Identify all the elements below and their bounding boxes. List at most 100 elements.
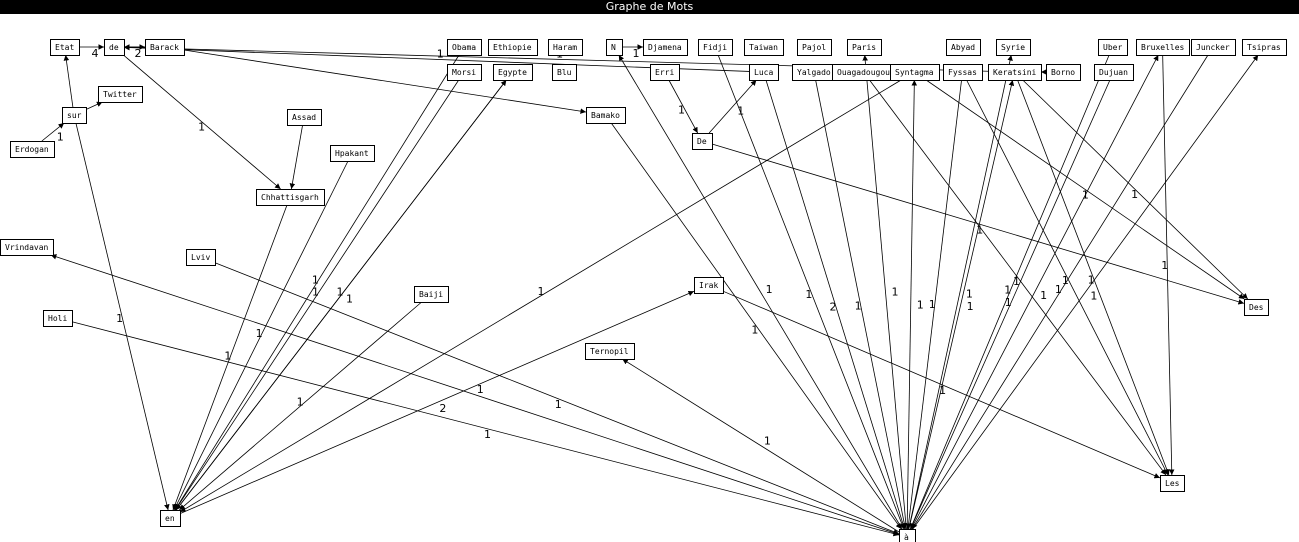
node-taiwan: Taiwan [744,39,784,56]
edge-weight-label: 1 [336,285,343,298]
edge-a-grave-to-syrie [908,54,1013,530]
node-label: Luca [754,68,773,77]
edge-weight-label: 1 [1088,274,1095,287]
node-yalgado: Yalgado [792,64,837,81]
edge-dujuan-to-a-grave [910,79,1111,530]
node-egypte: Egypte [493,64,533,81]
node-label: Ouagadougou [837,68,890,77]
edge-weight-label: 1 [1161,259,1168,272]
node-label: Tsipras [1247,43,1281,52]
node-box [1136,39,1190,56]
edge-a-grave-to-vrindavan [50,254,900,535]
edge-weight-label: 4 [92,47,99,60]
edge-keratsini-to-les [1017,79,1170,476]
edge-weight-label: 1 [855,300,862,313]
node-morsi: Morsi [447,64,482,81]
node-holi: Holi [43,310,73,327]
node-label: Fyssas [948,68,977,77]
node-chhattisgarh: Chhattisgarh [256,189,325,206]
edge-weight-label: 1 [805,288,812,301]
node-box [749,64,779,81]
node-tsipras: Tsipras [1242,39,1287,56]
edge-weight-label: 1 [1062,274,1069,287]
node-label: Djamena [648,43,682,52]
edge-assad-to-chhattisgarh [289,124,303,190]
node-borno: Borno [1046,64,1081,81]
edge-fyssas-to-a-grave [905,79,962,530]
edge-bruxelles-to-les [1162,54,1175,476]
node-label: Ethiopie [493,43,532,52]
node-label: Egypte [498,68,527,77]
node-box [488,39,538,56]
edge-a-grave-to-ternopil [622,358,900,533]
node-bruxelles: Bruxelles [1136,39,1190,56]
edge-weight-label: 1 [484,428,491,441]
node-box [698,39,733,56]
node-label: Les [1165,479,1180,488]
edge-a-grave-to-tsipras [912,54,1259,530]
node-box [160,510,181,527]
node-box [552,64,577,81]
node-label: Erdogan [15,145,49,154]
node-label: Borno [1051,68,1075,77]
edge-weight-label: 1 [633,47,640,60]
node-obama: Obama [447,39,482,56]
edge-a-grave-to-n [618,54,903,530]
edge-weight-label: 1 [1131,188,1138,201]
node-ouagadougou: Ouagadougou [832,64,896,81]
edge-yalgado-to-a-grave [815,79,908,530]
node-n: N [606,39,623,56]
node-ternopil: Ternopil [585,343,635,360]
node-barack: Barack [145,39,185,56]
edge-obama-to-en [174,54,460,511]
node-label: Hpakant [335,149,369,158]
node-baiji: Baiji [414,286,449,303]
edge-weight-label: 1 [477,383,484,396]
node-ethiopie: Ethiopie [488,39,538,56]
edge-erdogan-to-sur [41,122,65,142]
node-label: Chhattisgarh [261,193,319,202]
edge-weight-label: 1 [929,298,936,311]
node-hpakant: Hpakant [330,145,375,162]
node-keratsini: Keratsini [988,64,1042,81]
edge-syntagma-to-en [179,79,902,513]
edge-weight-label: 2 [135,47,142,60]
node-label: Erri [655,68,674,77]
edge-uber-to-a-grave [909,54,1110,530]
edge-morsi-to-en [174,79,460,511]
node-box [585,343,635,360]
node-box [1046,64,1081,81]
node-label: Juncker [1196,43,1230,52]
edge-weight-label: 1 [976,223,983,236]
edge-weight-label: 1 [346,293,353,306]
node-erri: Erri [650,64,680,81]
node-box [43,310,73,327]
node-box [744,39,784,56]
node-label: De [697,137,707,146]
node-assad: Assad [287,109,322,126]
node-box [330,145,375,162]
node-box [186,249,216,266]
node-label: de [109,43,119,52]
edge-a-grave-to-bruxelles [910,54,1159,530]
edge-a-grave-to-keratsini [908,79,1015,530]
edge-keratsini-to-des [1022,79,1249,300]
edge-label-layer: 4211111111111111211111121111111111111111… [57,47,1168,447]
node-label: Twitter [103,90,137,99]
node-box [643,39,688,56]
node-box [692,133,713,150]
node-box [847,39,882,56]
edge-barack-to-bamako [183,49,587,114]
node-label: Dujuan [1099,68,1128,77]
edge-hpakant-to-en [173,160,349,511]
node-box [797,39,832,56]
node-label: N [611,43,616,52]
edge-weight-label: 1 [537,285,544,298]
node-box [493,64,533,81]
edge-weight-label: 1 [256,327,263,340]
node-box [899,529,916,542]
node-syrie: Syrie [996,39,1031,56]
node-dujuan: Dujuan [1094,64,1134,81]
edge-luca-to-de [123,44,750,72]
